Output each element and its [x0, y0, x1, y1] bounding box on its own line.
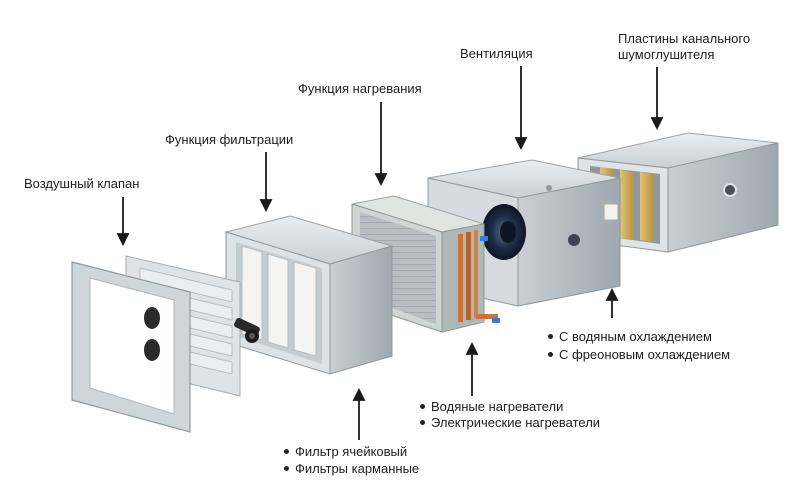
label-ventilation: Вентиляция — [460, 46, 533, 61]
label-heating: Функция нагревания — [298, 81, 422, 96]
cooler-water: С водяным охлаждением — [559, 329, 712, 344]
list-item: С водяным охлаждением — [548, 328, 712, 345]
pointer-arrows — [116, 66, 664, 440]
arrow-heaters — [465, 341, 479, 396]
arrow-damper — [116, 197, 130, 247]
filter-section — [224, 215, 394, 375]
heater-electric: Электрические нагреватели — [431, 415, 601, 430]
arrow-cooling — [605, 287, 619, 318]
list-item: Электрические нагреватели — [420, 414, 600, 431]
bullet-icon — [284, 449, 289, 455]
bullet-icon — [548, 334, 553, 340]
label-silencer-line1: Пластины канального — [618, 31, 751, 46]
flex-connector-clips — [144, 307, 160, 361]
fan-terminal-box — [603, 203, 619, 221]
fan-hub — [500, 221, 516, 243]
list-item: Фильтр ячейковый — [284, 443, 407, 460]
list-item: Водяные нагреватели — [420, 398, 563, 415]
label-silencer-line2: шумоглушителя — [618, 47, 715, 62]
filter-side — [329, 245, 393, 375]
damper-handle-icon — [234, 317, 260, 343]
label-filtration: Функция фильтрации — [165, 132, 294, 147]
heater-water: Водяные нагреватели — [431, 399, 564, 414]
bullet-icon — [420, 420, 425, 426]
arrow-filtration — [259, 152, 273, 213]
silencer-plate-2 — [620, 170, 634, 240]
filter-pocket-2 — [267, 253, 289, 349]
filter-pocket: Фильтры карманные — [295, 461, 420, 476]
bullet-icon — [420, 404, 425, 410]
heater-copper-headers — [458, 230, 500, 323]
arrow-ventilation — [514, 66, 528, 151]
label-damper: Воздушный клапан — [24, 176, 140, 191]
fan-grommet — [546, 185, 552, 191]
arrow-heating — [374, 102, 388, 187]
fan-label-icon — [568, 234, 580, 246]
filter-cell: Фильтр ячейковый — [295, 444, 408, 459]
list-item: Фильтры карманные — [284, 460, 419, 477]
silencer-plate-3 — [640, 172, 654, 242]
damper-section — [71, 255, 260, 433]
bullet-icon — [284, 466, 289, 472]
arrow-silencer — [650, 67, 664, 131]
arrow-filters — [352, 387, 366, 440]
bullet-icon — [548, 352, 553, 358]
silencer-badge-icon — [723, 183, 737, 197]
filter-pocket-1 — [241, 245, 263, 341]
list-item: С фреоновым охлаждением — [548, 346, 730, 363]
filter-pocket-3 — [293, 261, 317, 357]
cooler-freon: С фреоновым охлаждением — [559, 347, 731, 362]
